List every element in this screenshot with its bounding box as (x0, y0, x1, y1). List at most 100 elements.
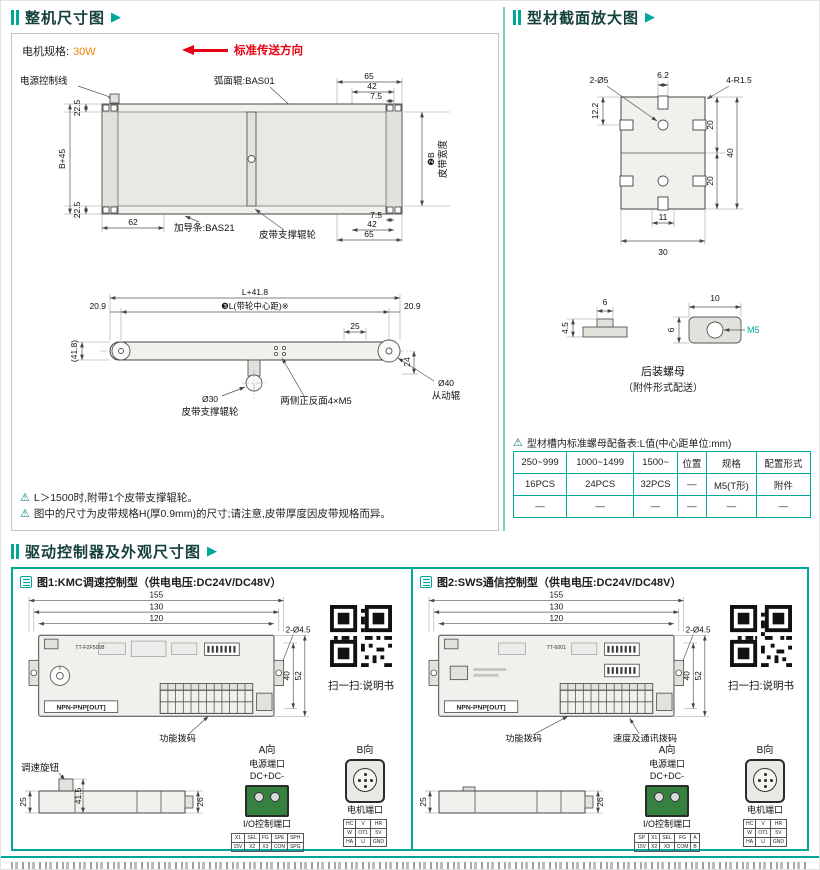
dim-120: 120 (149, 614, 163, 623)
controller-1-side-view: 调速旋钮 41.5 25 (18, 762, 205, 814)
controller-2-model: TT-6001 (546, 645, 566, 651)
motor-connector-circle (353, 768, 377, 792)
screw-icon (254, 792, 264, 803)
controller-2-top-view: 155 130 120 2-Ø4.5 (428, 591, 711, 743)
dim-tr-42: 42 (367, 81, 377, 91)
motor-spec-value: 30W (73, 46, 96, 58)
label-guide-bar: 加导条:BAS21 (174, 222, 235, 234)
header-bars-icon (11, 543, 19, 559)
dim-418-height: (41.8) (69, 340, 79, 362)
nut-caption-sub: （附件形式配送） (623, 381, 703, 394)
controller-1-out-label: NPN-PNP[OUT] (57, 705, 106, 712)
nut-table-title-text: 型材槽内标准螺母配备表:L值(中心距单位:mm) (526, 439, 732, 450)
label-driven-roller: 从动辊 (432, 390, 461, 402)
machine-section-header: 整机尺寸图 ▶ (11, 7, 121, 27)
cropped-text-row (11, 862, 809, 869)
dim-155: 155 (549, 591, 563, 600)
conveyor-top-view: 电源控制线 弧面辊:BAS01 (20, 71, 450, 242)
label-m5-holes: 两侧正反面4×M5 (280, 395, 352, 407)
arrow-shaft (194, 48, 228, 52)
table-cell: — (676, 495, 707, 518)
qr-block: 扫一扫:说明书 (715, 605, 807, 693)
table-cell: — (676, 473, 707, 496)
controller-panel-1: 图1:KMC调速控制型（供电电压:DC24V/DC48V） 155 130 12… (15, 571, 409, 853)
table-header-row: 250~999 1000~1499 1500~ 位置 规格 配置形式 (512, 451, 812, 474)
header-arrow-icon: ▶ (645, 9, 656, 24)
table-cell: — (512, 495, 568, 518)
dim-tr-65: 65 (364, 71, 374, 81)
controller-2-out-label: NPN-PNP[OUT] (457, 705, 506, 712)
io-port-label: I/O控制端口 (242, 819, 291, 830)
table-header-cell: 1500~ (633, 451, 678, 474)
label-function-dip: 功能拨码 (505, 732, 542, 743)
qr-block: 扫一扫:说明书 (315, 605, 407, 693)
controllers-box: 图1:KMC调速控制型（供电电压:DC24V/DC48V） 155 130 12… (11, 567, 809, 853)
table-cell: — (633, 495, 678, 518)
warning-icon: ⚠ (20, 508, 30, 520)
dim-side-25: 25 (418, 797, 428, 807)
note-text-1: L＞1500时,附带1个皮带支撑辊轮。 (33, 492, 198, 504)
dim-52-height: 52 (294, 671, 303, 681)
table-cell: — (755, 495, 812, 518)
left-arrow-icon (182, 45, 194, 55)
table-row: — — — — — — (512, 495, 812, 518)
b-view-label: B向 (756, 745, 774, 756)
machine-drawing-panel: 电机规格:30W 标准传送方向 电源控制线 弧面辊:BAS01 (11, 33, 499, 531)
motor-port-label: 电机端口 (746, 805, 783, 815)
profile-section-header: 型材截面放大图 ▶ (513, 7, 655, 27)
header-arrow-icon: ▶ (111, 9, 122, 24)
label-power-line: 电源控制线 (20, 75, 68, 87)
dim-tr-75: 7.5 (370, 91, 382, 101)
dim-62-slot: 6.2 (657, 70, 669, 80)
io-port-label: I/O控制端口 (642, 819, 691, 830)
dim-52-height: 52 (694, 671, 703, 681)
table-header-cell: 位置 (676, 451, 707, 474)
table-cell: 附件 (755, 473, 812, 496)
controller-1-body (28, 634, 285, 717)
dim-br-75: 7.5 (370, 210, 382, 220)
table-cell: M5(T形) (705, 473, 757, 496)
profile-cross-section-drawing: 2-Ø5 6.2 4-R1.5 12.2 20 20 40 11 (590, 70, 752, 257)
motor-connector (345, 759, 385, 803)
dim-122: 12.2 (590, 102, 600, 119)
label-function-dip: 功能拨码 (159, 732, 196, 743)
dim-nut-45: 4.5 (560, 322, 570, 334)
note-line: ⚠L＞1500时,附带1个皮带支撑辊轮。 (20, 490, 391, 506)
b-view-label: B向 (356, 745, 374, 756)
t-nut-side-view (582, 318, 628, 338)
figure-icon (420, 576, 432, 588)
qr-caption: 扫一扫:说明书 (728, 680, 794, 692)
label-m5-thread: M5 (747, 325, 760, 335)
note-text-2: 图中的尺寸为皮带规格H(厚0.9mm)的尺寸;请注意,皮带厚度因皮带规格而异。 (33, 508, 391, 520)
section-divider (503, 7, 505, 531)
header-bars-icon (513, 9, 521, 25)
dim-30: 30 (658, 247, 668, 257)
dim-nut-10: 10 (710, 293, 720, 303)
power-connector (645, 785, 689, 818)
label-belt-support: 皮带支撑辊轮 (259, 229, 317, 241)
controller-2-body (428, 634, 685, 717)
table-cell: 16PCS (512, 473, 568, 496)
dim-top-offset: 22.5 (72, 99, 82, 116)
dim-dia40: Ø40 (438, 378, 454, 388)
dim-415: 41.5 (73, 787, 83, 804)
controller-panel-2: 图2:SWS通信控制型（供电电压:DC24V/DC48V） 155 130 12… (415, 571, 809, 853)
nut-config-table: 250~999 1000~1499 1500~ 位置 规格 配置形式 16PCS… (512, 451, 812, 518)
qr-code (330, 605, 392, 667)
label-speed-knob: 调速旋钮 (21, 762, 60, 774)
warning-icon: ⚠ (513, 437, 523, 449)
conveyor-side-body (109, 339, 401, 398)
power-pins-label: DC+DC- (649, 770, 685, 781)
dim-24: 24 (402, 357, 412, 367)
table-row: 16PCS 24PCS 32PCS — M5(T形) 附件 (512, 473, 812, 496)
dim-side-26: 26 (595, 797, 605, 807)
qr-code (730, 605, 792, 667)
dim-right-209: 20.9 (404, 301, 421, 311)
controllers-section-header: 驱动控制器及外观尺寸图 ▶ (11, 541, 217, 561)
dim-pulley-center-distance: ❸L(带轮中心距)※ (221, 301, 289, 311)
controller-1-side-body (38, 778, 194, 814)
